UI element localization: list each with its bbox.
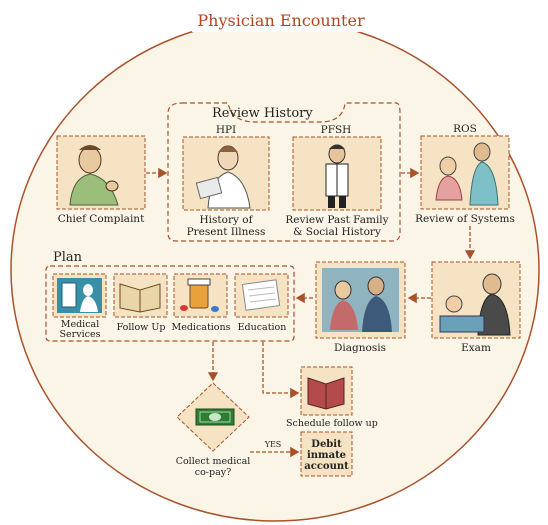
debit-line2: inmate <box>306 450 347 461</box>
diagram-title: Physician Encounter <box>192 10 370 32</box>
money-icon <box>195 408 235 426</box>
hpi-caption-line1: History of <box>199 214 253 226</box>
arrow-plan-to-schedule <box>262 342 300 399</box>
diagnosis-caption: Diagnosis <box>334 342 386 354</box>
education-paper-icon <box>241 279 281 311</box>
pfsh-caption-line2: & Social History <box>293 226 381 238</box>
plan-label: Plan <box>53 250 83 265</box>
yes-label: YES <box>264 440 282 449</box>
debit-line1: Debit <box>311 439 342 450</box>
hpi-caption-line2: Present Illness <box>186 226 266 238</box>
medications-pill-bottle-icon <box>180 278 219 312</box>
ros-tag: ROS <box>453 123 477 135</box>
copay-question-line1: Collect medical <box>175 456 251 467</box>
exam-caption: Exam <box>461 342 491 354</box>
copay-question-line2: co-pay? <box>194 467 232 478</box>
exam-illustration <box>439 273 511 336</box>
ros-illustration <box>435 142 499 206</box>
medical-services-caption-line1: Medical <box>60 319 100 330</box>
diagnosis-illustration <box>322 268 399 332</box>
pfsh-tag: PFSH <box>320 124 352 136</box>
debit-line3: account <box>304 461 349 472</box>
pfsh-caption-line1: Review Past Family <box>285 214 389 226</box>
medications-caption: Medications <box>171 322 231 333</box>
hpi-tag: HPI <box>215 124 237 136</box>
plan-group <box>45 265 295 342</box>
schedule-book-icon <box>307 377 345 410</box>
hpi-illustration <box>195 145 251 209</box>
follow-up-caption: Follow Up <box>116 322 166 333</box>
debit-box <box>300 431 353 477</box>
chief-complaint-caption: Chief Complaint <box>57 213 145 225</box>
review-history-group <box>167 102 401 242</box>
medical-services-caption-line2: Services <box>59 329 101 340</box>
follow-up-book-icon <box>119 283 161 313</box>
review-history-label: Review History <box>212 106 313 121</box>
pfsh-illustration <box>325 144 349 208</box>
schedule-follow-up-caption: Schedule follow up <box>286 418 378 429</box>
chief-complaint-illustration <box>69 145 119 206</box>
education-caption: Education <box>237 322 287 333</box>
ros-caption: Review of Systems <box>415 213 515 225</box>
medical-services-illustration <box>57 278 102 313</box>
